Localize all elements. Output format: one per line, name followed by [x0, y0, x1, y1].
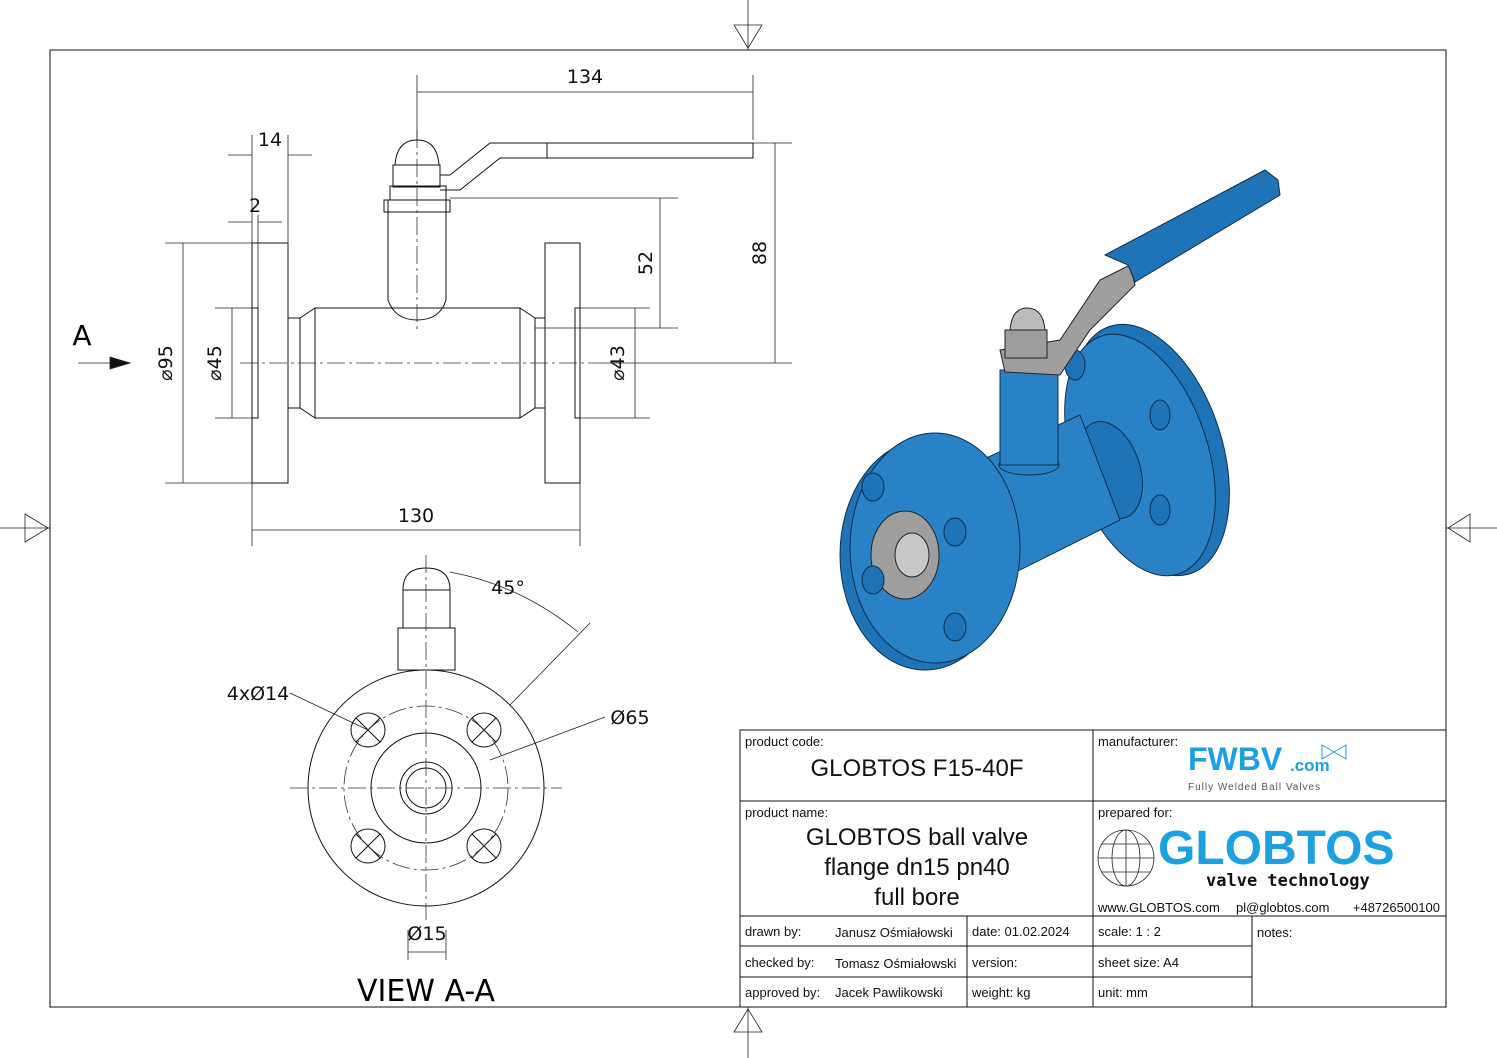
- dim-dia-95: ⌀95: [155, 345, 177, 381]
- dim-dia-45: ⌀45: [204, 345, 226, 381]
- email-link[interactable]: pl@globtos.com: [1236, 900, 1329, 915]
- dim-2: 2: [249, 195, 261, 217]
- dim-holes-4x14: 4xØ14: [227, 683, 289, 705]
- title-block: product code: GLOBTOS F15-40F product na…: [739, 729, 1447, 1008]
- approved-by: Jacek Pawlikowski: [835, 985, 943, 1000]
- product-code-label: product code:: [745, 734, 824, 749]
- version: version:: [972, 955, 1018, 970]
- globtos-logo: GLOBTOS valve technology: [1097, 822, 1394, 891]
- checked-by: Tomasz Ośmiałowski: [835, 956, 956, 971]
- notes-label: notes:: [1257, 925, 1292, 940]
- dim-14: 14: [258, 129, 282, 151]
- dim-130: 130: [398, 505, 434, 527]
- dim-88: 88: [749, 241, 771, 265]
- website-link[interactable]: www.GLOBTOS.com: [1097, 900, 1220, 915]
- scale: scale: 1 : 2: [1098, 924, 1161, 939]
- dim-dia-65: Ø65: [610, 707, 649, 729]
- view-arrow-label: A: [72, 319, 91, 352]
- approved-by-label: approved by:: [745, 985, 820, 1000]
- front-view: 45° 4xØ14 Ø65 Ø15 VIEW A-A: [227, 555, 650, 1009]
- side-view: 134 14 2 ⌀95 ⌀45 ⌀43 52 88 130 A: [72, 66, 792, 546]
- date: date: 01.02.2024: [972, 924, 1070, 939]
- unit: unit: mm: [1098, 985, 1148, 1000]
- fwbv-logo: FWBV .com Fully Welded Ball Valves: [1188, 741, 1347, 793]
- isometric-valve-render: [839, 169, 1281, 671]
- weight: weight: kg: [971, 985, 1031, 1000]
- dim-134: 134: [567, 66, 603, 88]
- view-title: VIEW A-A: [357, 974, 496, 1009]
- svg-text:Fully Welded Ball Valves: Fully Welded Ball Valves: [1188, 782, 1321, 793]
- drawn-by-label: drawn by:: [745, 924, 801, 939]
- prepared-for-label: prepared for:: [1098, 805, 1172, 820]
- dim-dia-43: ⌀43: [607, 345, 629, 381]
- phone-number: +48726500100: [1353, 900, 1440, 915]
- sheet-size: sheet size: A4: [1098, 955, 1179, 970]
- svg-text:FWBV: FWBV: [1188, 741, 1283, 777]
- manufacturer-label: manufacturer:: [1098, 734, 1178, 749]
- product-name-label: product name:: [745, 805, 828, 820]
- drawn-by: Janusz Ośmiałowski: [835, 925, 953, 940]
- svg-text:valve technology: valve technology: [1206, 871, 1370, 891]
- svg-text:.com: .com: [1290, 756, 1330, 775]
- product-name-line-1: GLOBTOS ball valve: [806, 824, 1028, 851]
- dim-52: 52: [635, 251, 657, 275]
- product-code: GLOBTOS F15-40F: [811, 755, 1024, 782]
- product-name-line-3: full bore: [874, 884, 959, 911]
- checked-by-label: checked by:: [745, 955, 814, 970]
- svg-text:GLOBTOS: GLOBTOS: [1158, 822, 1394, 875]
- dim-angle-45: 45°: [491, 577, 525, 599]
- product-name-line-2: flange dn15 pn40: [824, 854, 1010, 881]
- dim-dia-15: Ø15: [407, 923, 446, 945]
